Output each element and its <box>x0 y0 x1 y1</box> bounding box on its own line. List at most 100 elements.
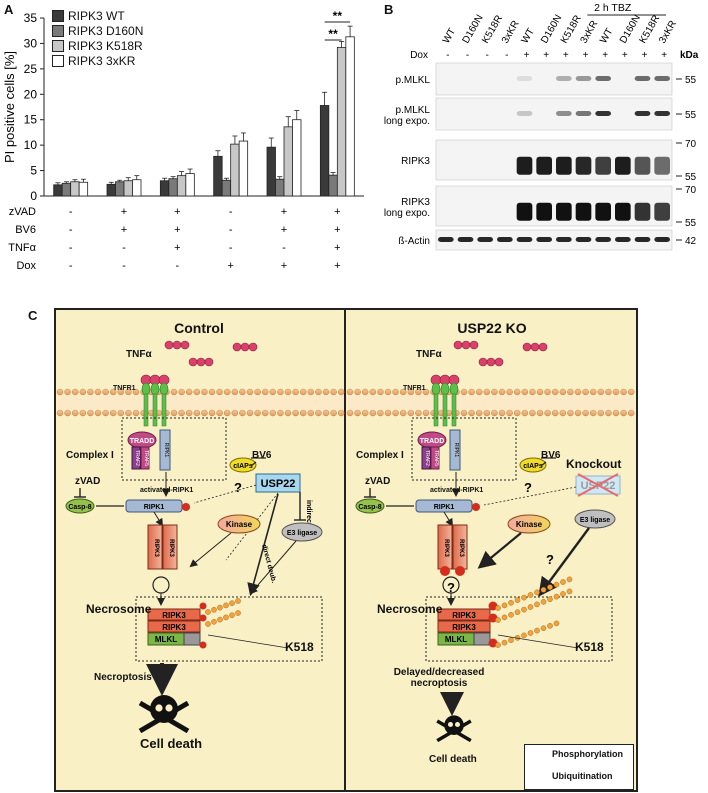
k518-pointer <box>207 634 289 649</box>
blot-band <box>516 237 533 242</box>
marker-label: 42 <box>685 236 697 247</box>
necrosome-box <box>425 596 613 662</box>
ubiquitin-chain <box>521 632 527 639</box>
ubiquitin-chain <box>566 588 573 595</box>
blot-strip <box>435 97 673 131</box>
ripk1-text: RIPK1 <box>144 504 165 511</box>
lipid-head <box>574 409 582 417</box>
blot-band <box>556 237 572 242</box>
condition-mark: + <box>174 242 180 254</box>
ubiquitin-chain <box>547 584 553 591</box>
lipid-head <box>612 409 620 417</box>
ubiquitin-marker <box>182 503 190 511</box>
lipid-head <box>498 388 506 396</box>
lipid-head <box>544 409 551 417</box>
condition-mark: + <box>174 224 180 236</box>
blot-strip <box>435 185 673 227</box>
legend-item: RIPK3 3xKR <box>52 53 143 68</box>
tnf-label: TNFα <box>416 349 442 360</box>
complex-box <box>411 417 517 481</box>
casp8-label: Casp-8 <box>358 504 381 511</box>
lipid-head <box>460 409 468 417</box>
bv6-bar <box>540 461 547 467</box>
ciaps <box>229 457 257 473</box>
ripk3-bar <box>147 608 201 621</box>
phos-legend-label: Phosphorylation <box>552 749 624 759</box>
phospho-marker <box>455 566 465 576</box>
ko-diagram: TRADDTRAF2TRAF5RIPK1cIAPsRIPK1Casp-8?USP… <box>346 340 635 784</box>
lipid-head <box>178 409 185 417</box>
legend-label: RIPK3 WT <box>68 8 125 23</box>
dox-mark: - <box>466 50 469 61</box>
lipid-head <box>193 409 201 417</box>
ubiquitin-marker <box>199 641 207 649</box>
membrane-core <box>348 395 634 410</box>
diagram-ko-panel <box>344 308 638 792</box>
usp22-direct <box>247 493 279 597</box>
e3-label: E3 ligase <box>287 530 317 537</box>
mlkl-tail <box>473 632 491 646</box>
lipid-head <box>102 388 109 396</box>
lipid-head <box>529 388 536 396</box>
marker-label: 70 <box>685 139 697 150</box>
lipid-head <box>521 409 528 417</box>
tnf-ligand <box>248 342 258 352</box>
lipid-head <box>559 409 566 417</box>
condition-mark: - <box>69 224 73 236</box>
complex-label: Complex I <box>66 450 114 461</box>
tnf-ligand <box>494 357 504 367</box>
ubiquitin-chain <box>553 593 560 600</box>
ubiquitin-chain <box>508 637 514 644</box>
cell-death-label: Cell death <box>429 754 477 765</box>
tnf-ligand <box>469 340 479 350</box>
tnf-ligand <box>486 357 496 367</box>
condition-mark: + <box>281 224 287 236</box>
e3-ligase <box>281 522 323 542</box>
condition-mark: - <box>175 260 179 272</box>
blot-band <box>556 111 572 116</box>
ubiquitin-chain <box>560 579 566 585</box>
lipid-head <box>384 409 392 417</box>
lipid-head <box>56 409 64 417</box>
blot-band <box>556 202 572 221</box>
lipid-head <box>239 409 246 417</box>
lipid-head <box>254 388 261 396</box>
condition-label: Dox <box>16 260 36 272</box>
lipid-head <box>223 409 231 417</box>
activated-label: activated-RIPK1 <box>430 487 484 494</box>
lipid-head <box>322 409 330 417</box>
blot-band <box>575 111 592 116</box>
diagram-control-panel <box>54 308 348 792</box>
question-mark: ? <box>524 480 532 495</box>
lipid-head <box>132 409 140 417</box>
tnf-ligand <box>522 342 532 352</box>
ubiquitin-chain <box>211 607 217 613</box>
usp22-box <box>255 473 301 493</box>
ubiquitin-chain <box>553 581 560 588</box>
lipid-head <box>322 388 330 396</box>
blot-band <box>536 202 552 221</box>
ubiquitin-chain <box>534 627 540 634</box>
ubiquitin-chain <box>508 612 514 618</box>
blot-band <box>575 156 592 175</box>
dox-mark: - <box>446 50 449 61</box>
blot-row-label: RIPK3 <box>401 156 430 167</box>
y-tick-label: 5 <box>30 164 37 178</box>
lipid-head <box>377 409 384 417</box>
legend-swatch <box>52 24 64 37</box>
bv6-bar <box>250 461 257 467</box>
ripk3-a <box>147 524 163 570</box>
condition-mark: - <box>229 224 233 236</box>
lipid-head <box>362 388 369 396</box>
ripk1-text: RIPK1 <box>434 504 455 511</box>
blot-band <box>595 202 611 221</box>
blot-band <box>595 156 611 175</box>
lipid-head <box>216 409 223 417</box>
tnf-ligand <box>188 357 198 367</box>
ubiquitin-chain <box>521 606 527 613</box>
cross-line <box>577 473 619 497</box>
tnf-ligand <box>172 340 182 350</box>
y-tick-label: 30 <box>24 36 38 50</box>
